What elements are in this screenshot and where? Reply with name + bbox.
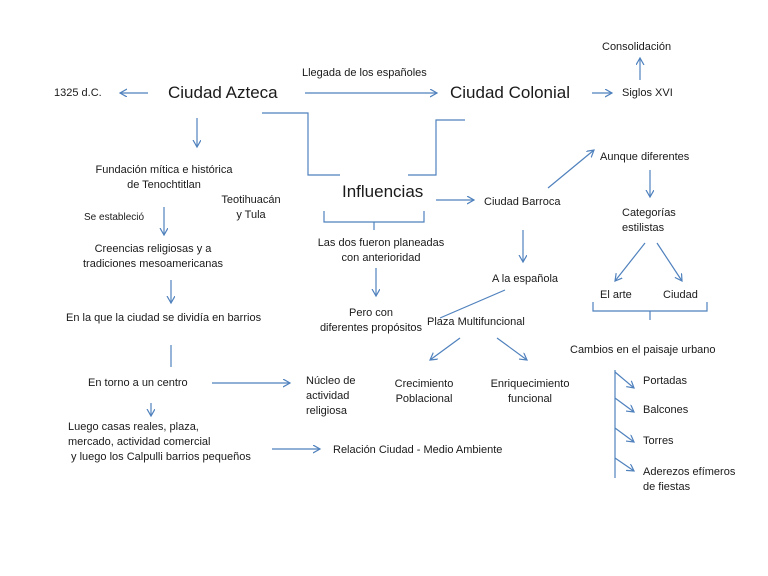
node-creencias-line-1: Creencias religiosas y a: [94, 243, 212, 255]
node-categorias: Categorías estilistas: [622, 206, 676, 236]
connector-colonial-to-influencias: [408, 119, 465, 176]
node-crecimiento-line-2: Poblacional: [395, 393, 453, 405]
node-planeadas-line-2: con anterioridad: [341, 252, 421, 264]
node-ciudad: Ciudad: [663, 289, 698, 301]
node-categorias-line-2: estilistas: [622, 222, 665, 234]
node-teotihuacan: Teotihuacán y Tula: [212, 193, 290, 223]
node-enriquecimiento-line-2: funcional: [507, 393, 553, 405]
node-pero-con-line-1: Pero con: [348, 307, 394, 319]
node-crecimiento-line-1: Crecimiento: [394, 378, 454, 390]
node-cambios: Cambios en el paisaje urbano: [570, 344, 716, 356]
arrow-plaza-to-crecimiento: [430, 337, 461, 360]
node-teotihuacan-line-2: y Tula: [236, 209, 266, 221]
node-ciudad-barroca: Ciudad Barroca: [484, 196, 561, 208]
node-siglos: Siglos XVI: [622, 87, 673, 99]
node-portadas: Portadas: [643, 375, 688, 387]
arrow-plaza-to-enriquecimiento: [496, 337, 527, 360]
node-nucleo-line-3: religiosa: [306, 405, 347, 417]
node-luego-line-2: mercado, actividad comercial: [68, 436, 211, 448]
node-torres: Torres: [643, 435, 674, 447]
node-el-arte: El arte: [600, 289, 632, 301]
node-luego-line-1: Luego casas reales, plaza,: [68, 421, 199, 433]
node-fundacion-line-2: de Tenochtitlan: [127, 179, 201, 191]
node-crecimiento: Crecimiento Poblacional: [384, 377, 464, 407]
node-categorias-line-1: Categorías: [622, 207, 676, 219]
node-enriquecimiento-line-1: Enriquecimiento: [490, 378, 570, 390]
connector-azteca-to-influencias: [262, 112, 340, 176]
node-aderezos-line-2: de fiestas: [643, 481, 691, 493]
arrow-to-balcones: [614, 397, 634, 412]
node-balcones: Balcones: [643, 404, 689, 416]
node-influencias: Influencias: [342, 182, 424, 201]
node-fundacion: Fundación mítica e histórica de Tenochti…: [86, 163, 242, 193]
node-a-la-espanola: A la española: [492, 273, 559, 285]
node-llegada: Llegada de los españoles: [302, 67, 427, 79]
node-nucleo-line-2: actividad: [306, 390, 350, 402]
node-pero-con: Pero con diferentes propósitos: [312, 306, 430, 336]
node-fecha: 1325 d.C.: [54, 87, 102, 99]
arrow-to-portadas: [614, 371, 634, 388]
node-luego: Luego casas reales, plaza, mercado, acti…: [68, 420, 251, 465]
node-enriquecimiento: Enriquecimiento funcional: [482, 377, 578, 407]
node-pero-con-line-2: diferentes propósitos: [319, 322, 423, 334]
node-relacion: Relación Ciudad - Medio Ambiente: [333, 444, 503, 456]
node-creencias: Creencias religiosas y a tradiciones mes…: [70, 242, 236, 272]
arrow-to-aderezos: [614, 457, 634, 471]
arrow-to-torres: [614, 427, 634, 442]
arrow-categorias-to-arte: [615, 242, 646, 281]
node-se-establecio: Se estableció: [84, 212, 145, 223]
node-luego-line-3: y luego los Calpulli barrios pequeños: [68, 451, 251, 463]
node-ciudad-azteca: Ciudad Azteca: [168, 83, 278, 102]
node-nucleo: Núcleo de actividad religiosa: [306, 374, 356, 419]
node-creencias-line-2: tradiciones mesoamericanas: [82, 258, 223, 270]
node-consolidacion: Consolidación: [602, 41, 672, 53]
node-teotihuacan-line-1: Teotihuacán: [221, 194, 281, 206]
node-en-torno: En torno a un centro: [88, 377, 188, 389]
bracket-estilos: [592, 302, 708, 312]
node-aderezos: Aderezos efímeros de fiestas: [643, 465, 735, 495]
node-aderezos-line-1: Aderezos efímeros: [643, 466, 736, 478]
node-planeadas: Las dos fueron planeadas con anteriorida…: [316, 236, 446, 266]
node-ciudad-colonial: Ciudad Colonial: [450, 83, 571, 102]
node-fundacion-line-1: Fundación mítica e histórica: [95, 164, 233, 176]
node-aunque-diferentes: Aunque diferentes: [600, 151, 690, 163]
arrow-barroca-to-aunque: [547, 150, 594, 189]
arrow-categorias-to-ciudad: [656, 242, 682, 281]
node-planeadas-line-1: Las dos fueron planeadas: [317, 237, 445, 249]
node-plaza: Plaza Multifuncional: [427, 316, 525, 328]
node-nucleo-line-1: Núcleo de: [306, 375, 356, 387]
bracket-influencias: [323, 211, 425, 223]
line-espanola-to-plaza: [439, 289, 506, 319]
node-barrios: En la que la ciudad se dividía en barrio…: [66, 312, 262, 324]
